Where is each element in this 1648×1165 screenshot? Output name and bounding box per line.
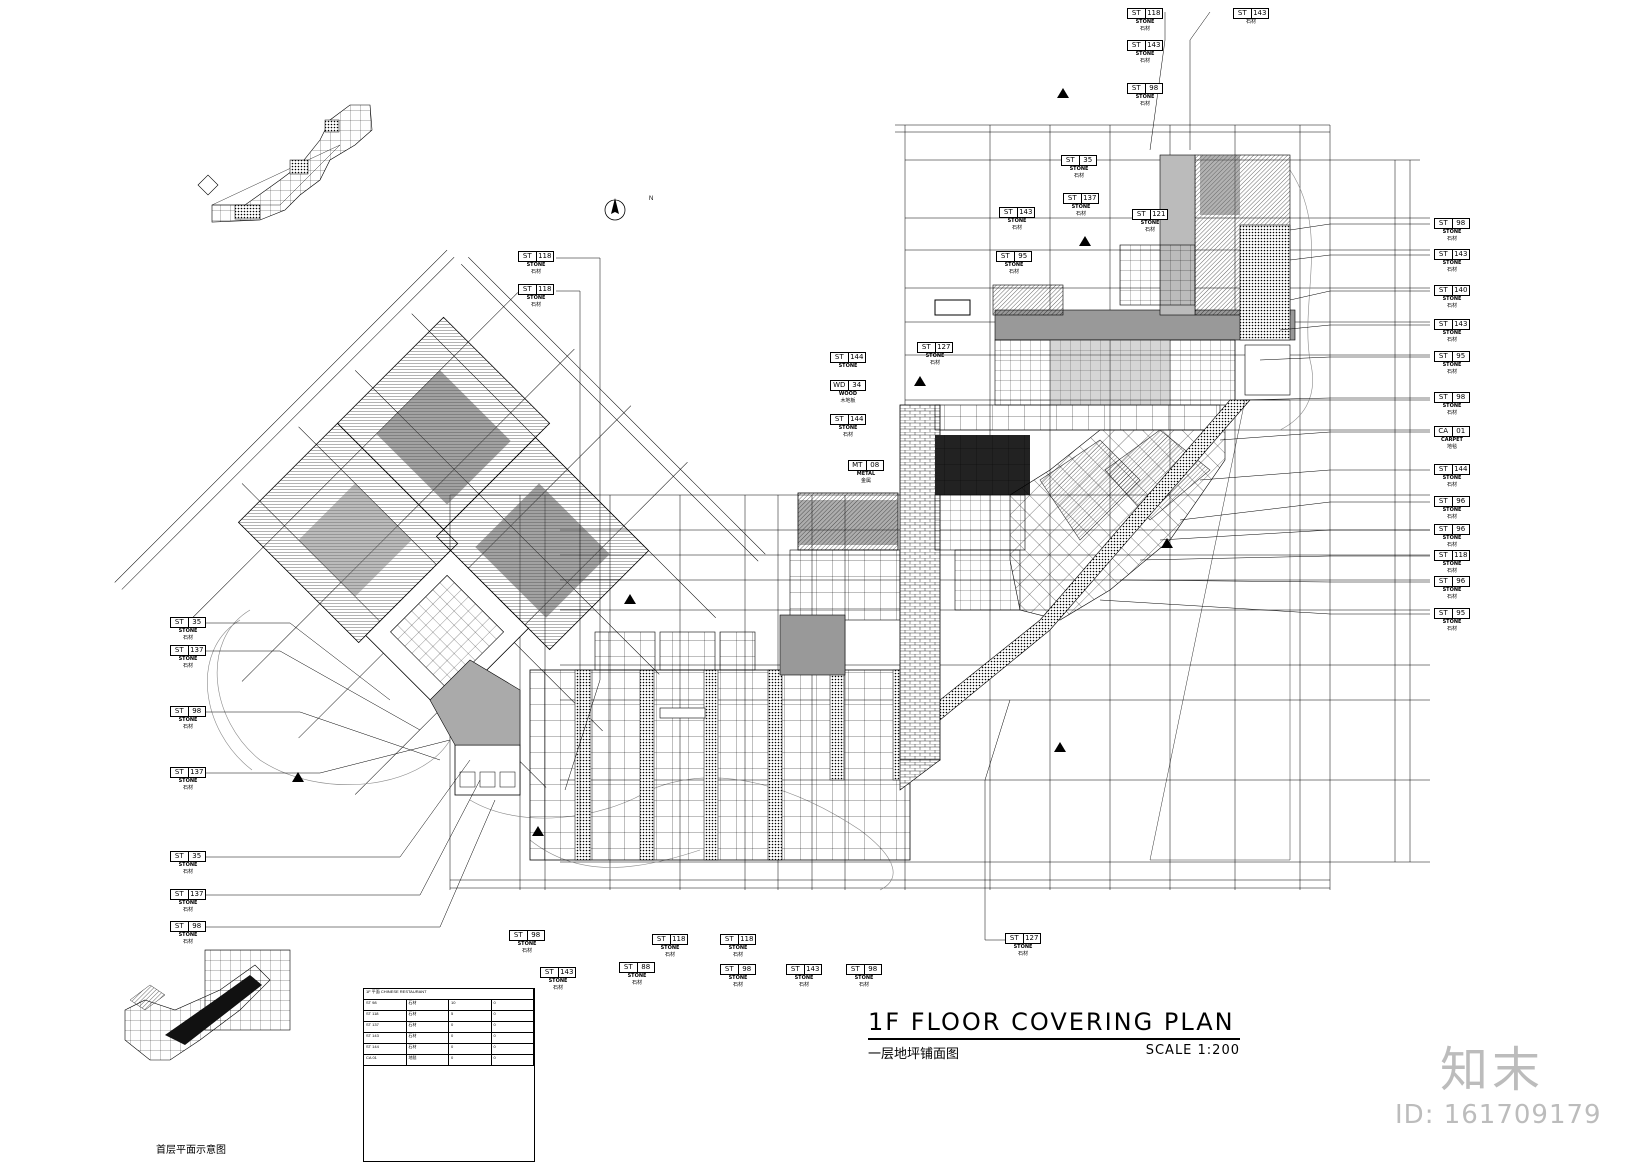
title-block: 1F FLOOR COVERING PLAN 一层地坪铺面图 SCALE 1:2… <box>868 1008 1240 1062</box>
drawing-subtitle: 一层地坪铺面图 <box>868 1046 960 1061</box>
rotated-restaurant-wing <box>114 249 766 795</box>
keyplan-caption: 首层平面示意图 <box>156 1145 226 1156</box>
lower-keyplan <box>124 949 291 1061</box>
drawing-scale: SCALE 1:200 <box>1145 1043 1240 1058</box>
central-corridor <box>429 492 911 861</box>
title-subrow: 一层地坪铺面图 SCALE 1:200 <box>868 1043 1240 1062</box>
drawing-title: 1F FLOOR COVERING PLAN <box>868 1008 1240 1040</box>
right-wing <box>899 154 1296 861</box>
north-arrow-icon <box>604 198 626 221</box>
north-label: N <box>649 196 654 202</box>
table-header-row: 1F 平面 CHINESE RESTAURANT <box>364 989 534 1000</box>
upper-keyplan-fragment <box>197 104 373 223</box>
watermark-brand: 知末 <box>1440 1042 1545 1098</box>
watermark-id: ID: 161709179 <box>1395 1100 1602 1130</box>
section-markers <box>292 88 1173 836</box>
